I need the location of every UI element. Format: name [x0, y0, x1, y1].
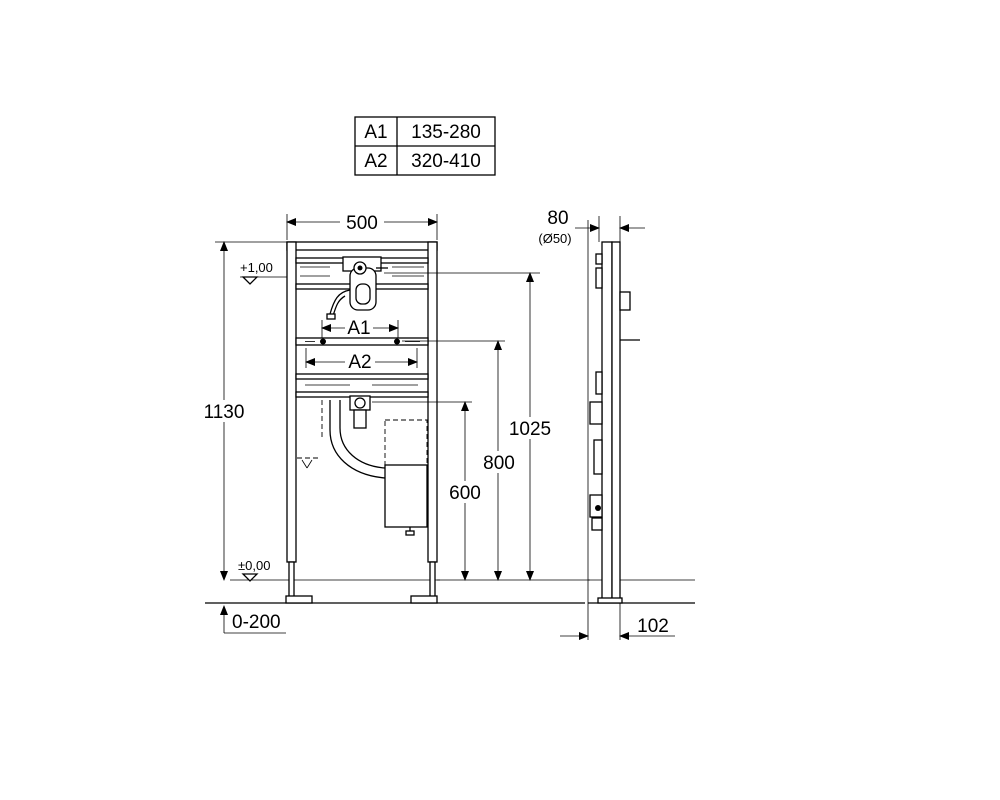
upper-level-label: +1,00	[240, 260, 273, 275]
supply-hose	[326, 289, 351, 320]
dim-800-label: 800	[483, 453, 515, 474]
outlet-connector	[349, 395, 371, 429]
bottom-label: 102	[637, 616, 669, 637]
left-foot	[285, 595, 313, 604]
width-label: 500	[346, 213, 378, 234]
width-dimension: 500	[286, 211, 438, 240]
floor-adjust-label: 0-200	[232, 612, 281, 633]
depth-label: 80	[547, 208, 568, 229]
lower-rail	[295, 373, 429, 398]
front-view: A1 A2	[200, 211, 590, 634]
side-stop-valve	[619, 291, 631, 311]
floor-adjust-dimension: 0-200	[220, 605, 286, 634]
bottom-dimension: 102	[560, 603, 675, 640]
side-view: 80 (Ø50) 102	[538, 208, 695, 640]
dim-800: 800	[402, 340, 520, 581]
side-components	[589, 253, 640, 531]
floor-level-mark: ±0,00	[238, 558, 270, 582]
middle-rail	[295, 337, 429, 346]
dim-600: 600	[372, 401, 590, 581]
upper-level-mark: +1,00	[240, 260, 287, 285]
rim-symbol	[297, 457, 318, 469]
table-value-a2: 320-410	[411, 151, 481, 172]
drain-pipe	[321, 400, 386, 479]
flush-valve	[342, 256, 388, 311]
right-foot	[410, 595, 438, 604]
a1-label: A1	[347, 318, 370, 339]
height-dimension: 1130	[200, 241, 287, 581]
table-key-a2: A2	[364, 151, 387, 172]
dimension-table: A1 135-280 A2 320-410	[354, 116, 496, 176]
height-label: 1130	[204, 402, 245, 423]
table-value-a1: 135-280	[411, 122, 481, 143]
pipe-label: (Ø50)	[538, 231, 571, 246]
a2-label: A2	[348, 352, 371, 373]
dim-1025: 1025	[384, 272, 555, 581]
a2-dimension: A2	[305, 348, 418, 373]
depth-dimension: 80 (Ø50)	[538, 208, 645, 246]
table-key-a1: A1	[364, 122, 387, 143]
dim-1025-label: 1025	[509, 419, 551, 440]
floor-level-label: ±0,00	[238, 558, 270, 573]
dim-600-label: 600	[449, 483, 481, 504]
siphon-box	[384, 419, 428, 536]
